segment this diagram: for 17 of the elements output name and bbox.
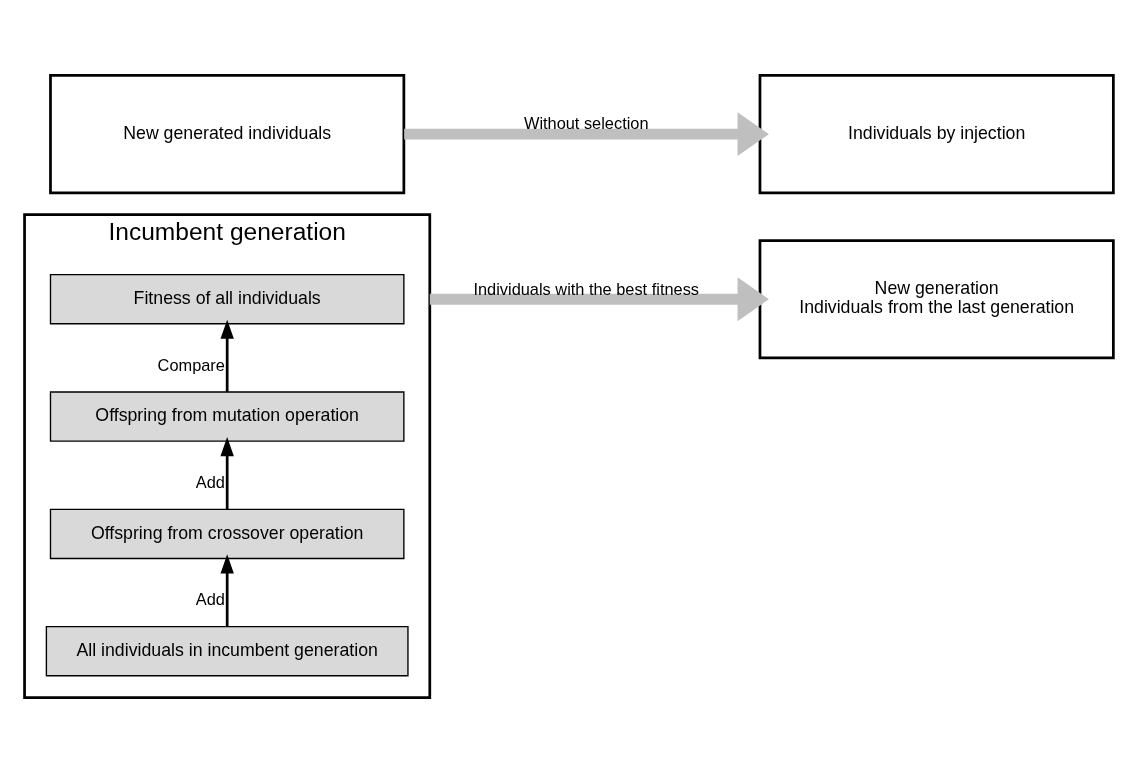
edge-label: Individuals with the best fitness — [473, 279, 699, 298]
arrow — [429, 276, 769, 321]
node-box: Fitness of all individuals — [49, 273, 405, 324]
node-box: Offspring from crossover operation — [49, 508, 405, 559]
edge-label: Compare — [157, 355, 225, 374]
node-box: New generation Individuals from the last generation — [758, 238, 1115, 359]
edge-label: Add — [195, 472, 225, 491]
edge-label: Without selection — [523, 113, 649, 132]
node-box: Individuals by injection — [758, 73, 1115, 194]
node-box: New generated individuals — [49, 73, 406, 194]
node-box: Offspring from mutation operation — [49, 390, 405, 442]
arrow — [220, 436, 234, 509]
arrow — [220, 553, 234, 626]
node-box: All individuals in incumbent generation — [45, 625, 409, 676]
edge-label: Add — [195, 589, 225, 608]
arrow — [404, 111, 769, 156]
arrow — [220, 319, 234, 392]
